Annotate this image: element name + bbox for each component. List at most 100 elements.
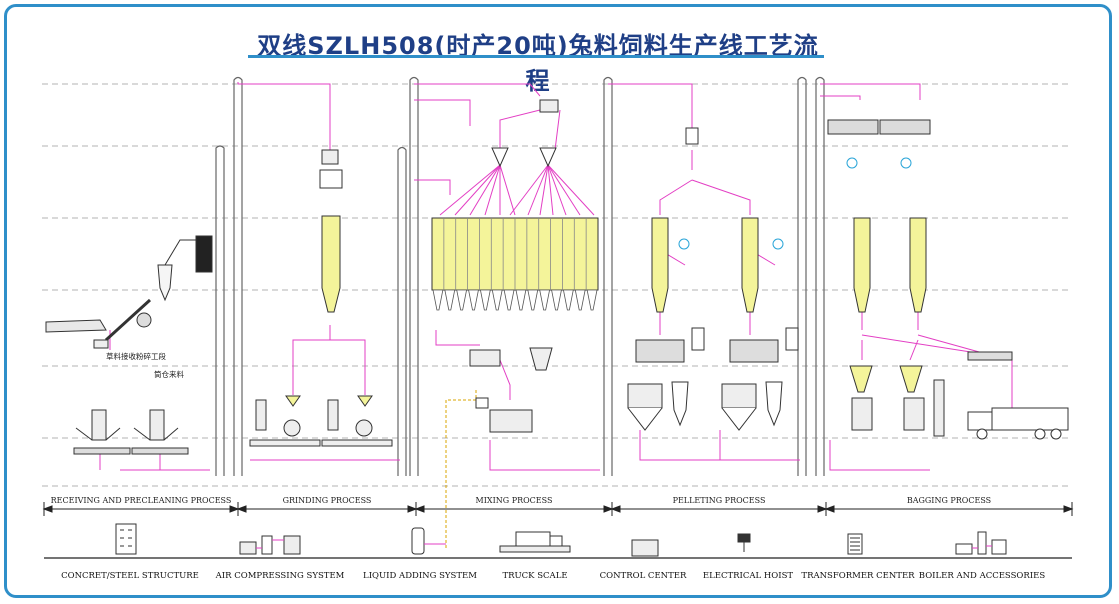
batching-scale [319, 169, 343, 189]
note-silo-feeding: 筒仓来料 [154, 369, 184, 379]
feeding-hopper [93, 339, 109, 349]
bin-cone [468, 289, 479, 311]
bin-cone [551, 289, 562, 311]
screener-2 [879, 119, 931, 135]
bin-cone [503, 289, 515, 311]
screener-1 [827, 119, 879, 135]
bagging-equipment [827, 119, 1069, 440]
pelleting-equipment [627, 127, 799, 431]
elevator-pelleting-2 [797, 76, 807, 476]
facility-label: CONTROL CENTER [600, 571, 687, 581]
hoist-icon [737, 533, 751, 552]
cyclone-pellet-1 [671, 381, 689, 427]
bin-cone [515, 289, 527, 311]
facility-label: AIR COMPRESSING SYSTEM [215, 571, 345, 581]
bag-elevator [933, 379, 945, 437]
bin-cone [456, 289, 468, 311]
liquid-tank-icon [411, 527, 446, 555]
batching-scale-mix [469, 349, 501, 367]
elevator-bagging [815, 76, 825, 476]
mixer-surge [475, 397, 489, 409]
note-straw-receiving: 草料接收粉碎工段 [106, 351, 166, 361]
pulse-duct [164, 239, 196, 266]
elevator-receiving [215, 145, 225, 476]
bin-cone [562, 289, 574, 311]
cleaner-unit-1 [73, 409, 131, 455]
title-underline [248, 55, 824, 58]
facility-label: BOILER AND ACCESSORIES [919, 571, 1046, 581]
bin-cone [432, 289, 444, 311]
level-indicator-3 [846, 157, 858, 169]
distributor-1 [491, 147, 509, 168]
grinding-equipment [249, 149, 393, 447]
pellet-bin-1 [651, 217, 669, 313]
pellet-mill-2 [729, 327, 799, 363]
level-indicator-4 [900, 157, 912, 169]
material-flow-lines [99, 82, 1013, 471]
bin-cone [491, 289, 503, 311]
facility-label: TRUCK SCALE [502, 571, 567, 581]
screen-hopper-2 [357, 395, 373, 407]
bin-cone [574, 289, 586, 311]
screen-hopper-1 [285, 395, 301, 407]
process-dimension-line [42, 502, 1074, 516]
finished-bin-1 [853, 217, 871, 313]
building-icon [115, 523, 137, 555]
cleaner-unit-2 [131, 409, 189, 455]
bin-cone [479, 289, 491, 311]
process-labels: RECEIVING AND PRECLEANING PROCESS GRINDIN… [51, 496, 992, 505]
straw-conveyor [45, 319, 107, 333]
cyclone-pellet-2 [765, 381, 783, 427]
process-label: MIXING PROCESS [476, 496, 553, 505]
elevator-grinding-2 [397, 146, 407, 476]
process-label: RECEIVING AND PRECLEANING PROCESS [51, 496, 232, 505]
transformer-icon [847, 533, 863, 555]
elevator-grinding [233, 76, 243, 476]
packing-hopper-1 [849, 365, 873, 393]
facility-labels: CONCRET/STEEL STRUCTURE AIR COMPRESSING S… [61, 571, 1045, 581]
level-indicator-2 [772, 238, 784, 250]
cooler-1 [627, 383, 663, 431]
liquid-adding-line [445, 390, 477, 548]
head-filter [539, 99, 559, 113]
facility-label: CONCRET/STEEL STRUCTURE [61, 571, 199, 581]
elevator-mixing [409, 76, 419, 476]
bin-cone [586, 289, 598, 311]
bin-cone [444, 289, 456, 311]
facility-icons [115, 523, 1007, 557]
elevator-pelleting [603, 76, 613, 476]
truck-scale-icon [499, 531, 571, 553]
hammer-mill-1 [249, 399, 321, 447]
fan-filter [195, 235, 213, 273]
bin-cone [539, 289, 551, 311]
hammer-mill-2 [321, 399, 393, 447]
cyclone-receiving [157, 264, 173, 302]
bulk-truck [967, 407, 1069, 440]
level-indicator-1 [678, 238, 690, 250]
weigh-hopper [529, 347, 553, 371]
facility-label: TRANSFORMER CENTER [801, 571, 915, 581]
packing-scale-2 [903, 397, 925, 431]
bucket-elevators [215, 76, 825, 476]
cooler-2 [721, 383, 757, 431]
head-distributor [685, 127, 699, 145]
finished-bin-2 [909, 217, 927, 313]
control-panel-icon [631, 539, 659, 557]
facility-label: ELECTRICAL HOIST [703, 571, 794, 581]
process-label: BAGGING PROCESS [907, 496, 991, 505]
process-label: GRINDING PROCESS [283, 496, 372, 505]
bulk-conveyor [967, 351, 1013, 361]
grinding-bin [321, 215, 341, 313]
pellet-bin-2 [741, 217, 759, 313]
mixer [489, 409, 533, 433]
boiler-icon [955, 531, 1007, 555]
crusher-unit [136, 312, 152, 328]
pellet-mill-1 [635, 327, 705, 363]
compressor-icon [239, 535, 301, 555]
packing-hopper-2 [899, 365, 923, 393]
receiving-equipment [45, 235, 213, 455]
incline-conveyor [104, 298, 152, 342]
mixing-equipment [431, 99, 599, 433]
process-label: PELLETING PROCESS [673, 496, 766, 505]
